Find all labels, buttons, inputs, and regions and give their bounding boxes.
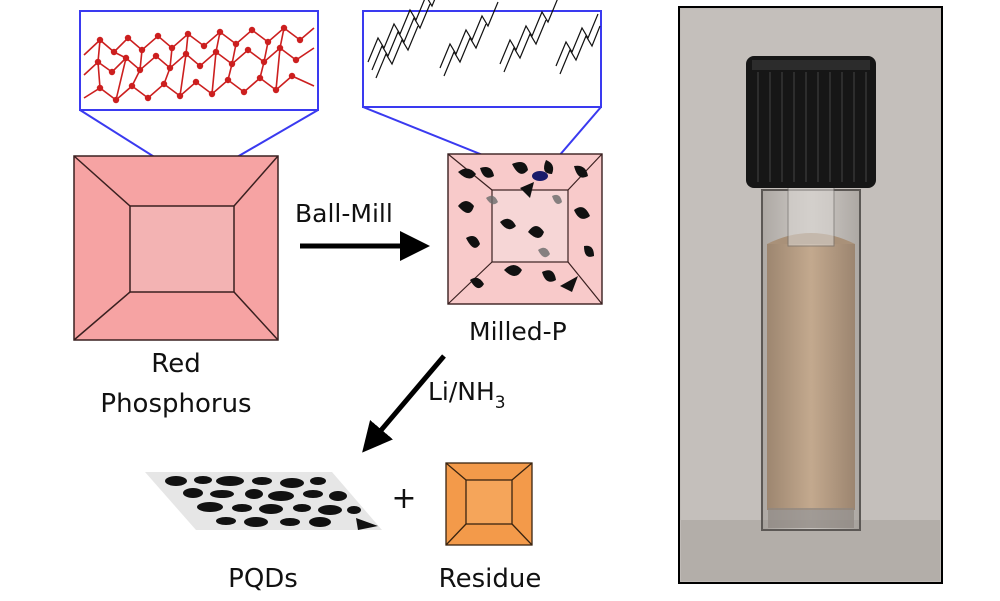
milled-phosphorus-cube — [447, 153, 603, 305]
red-phosphorus-cube — [73, 155, 279, 341]
reagent-main: Li/NH — [428, 377, 495, 406]
milled-phosphorus-structure-inset — [362, 0, 602, 180]
reagent-label: Li/NH3 — [428, 377, 506, 413]
ball-mill-label: Ball-Mill — [295, 199, 393, 228]
milled-p-label: Milled-P — [469, 317, 567, 346]
cuvette-photo — [678, 6, 943, 584]
quantum-dots-sheet — [145, 472, 382, 530]
red-phosphorus-label-line1: Red — [151, 349, 200, 379]
colloid-solution — [767, 244, 855, 510]
red-phosphorus-structure-inset — [79, 10, 319, 184]
vial-cap — [746, 56, 876, 188]
pqds-label: PQDs — [228, 564, 298, 594]
milled-phosphorus-chain-structure — [367, 0, 601, 79]
reagent-subscript: 3 — [495, 393, 506, 413]
red-phosphorus-atoms — [94, 24, 304, 104]
plus-sign: + — [391, 481, 416, 516]
reduction-arrow — [362, 354, 446, 453]
residue-label: Residue — [439, 564, 542, 594]
red-phosphorus-label-line2: Phosphorus — [100, 389, 251, 419]
milled-particles — [458, 160, 594, 292]
residue-cube — [445, 462, 533, 546]
